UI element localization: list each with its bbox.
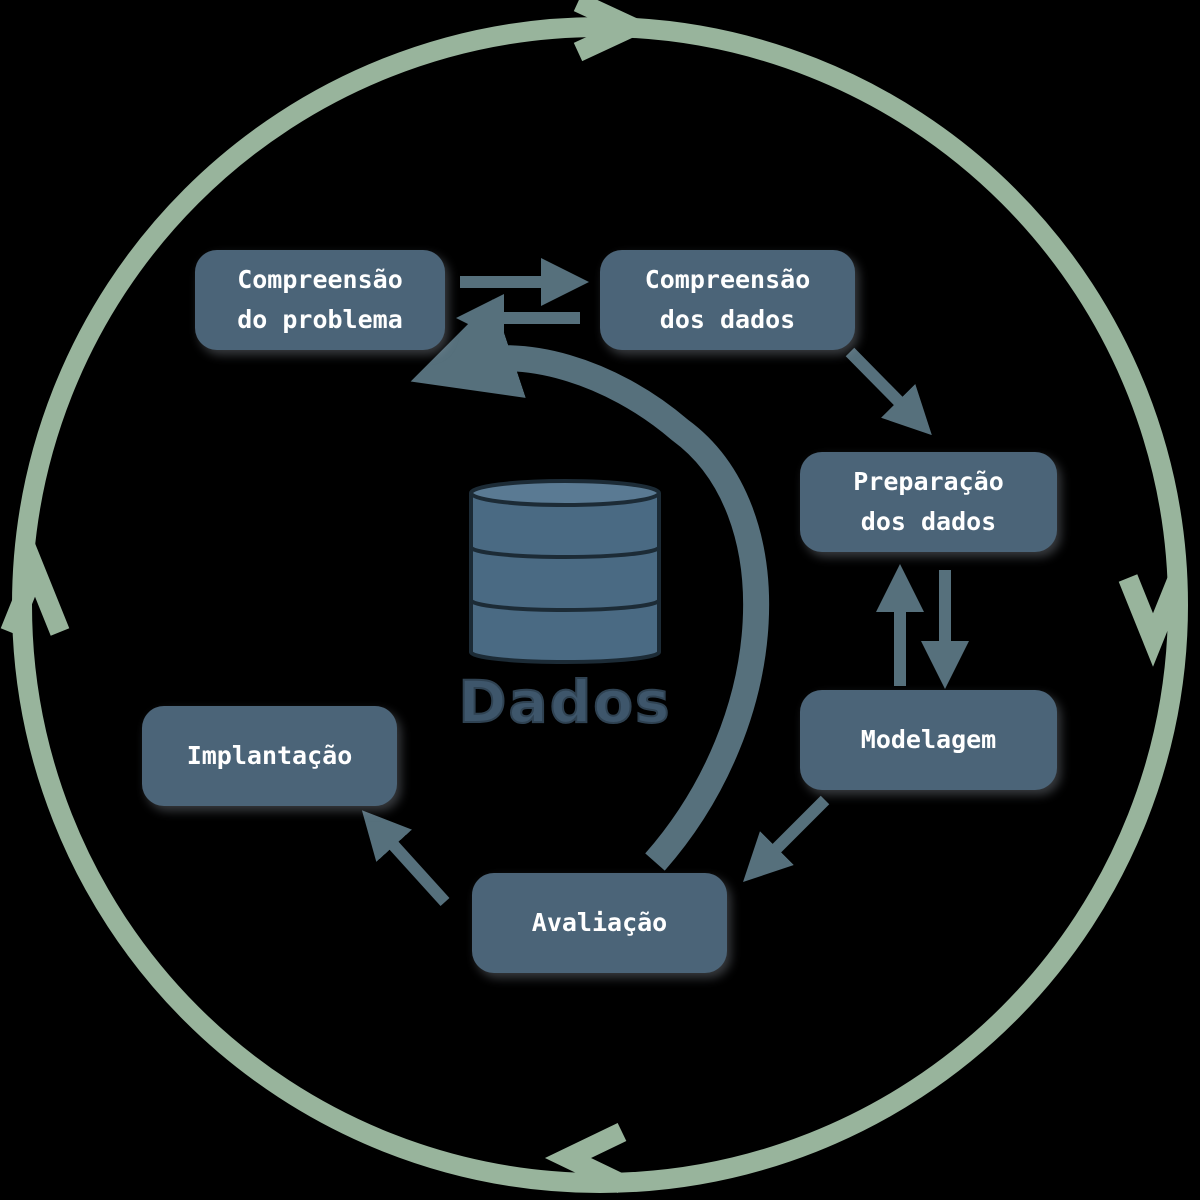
arrow-data-to-preparation	[845, 347, 932, 436]
return-arc-arrow	[410, 299, 770, 871]
phase-business-understanding-line-1: Compreensão	[237, 265, 403, 294]
phase-data-understanding: Compreensão dos dados	[600, 250, 855, 350]
phase-data-understanding-line-2: dos dados	[659, 305, 796, 334]
arrow-modeling-to-evaluation	[743, 795, 830, 882]
database-icon	[469, 479, 661, 664]
outer-arrowhead-bottom	[544, 1122, 627, 1194]
phase-business-understanding-line-2: do problema	[237, 305, 403, 334]
phase-data-preparation: Preparação dos dados	[800, 452, 1057, 552]
outer-arrowhead-left	[0, 543, 70, 636]
arrow-evaluation-to-deployment	[361, 810, 450, 907]
phase-deployment: Implantação	[142, 706, 397, 806]
phase-evaluation: Avaliação	[472, 873, 727, 973]
outer-arrowhead-right	[1118, 574, 1188, 667]
outer-arrowhead-top	[573, 0, 656, 62]
phase-modeling: Modelagem	[800, 690, 1057, 790]
phase-data-preparation-line-1: Preparação	[853, 467, 1004, 496]
phase-data-understanding-line-1: Compreensão	[644, 265, 811, 294]
phase-deployment-line-1: Implantação	[186, 741, 353, 770]
database-label: Dados	[457, 667, 672, 737]
phase-modeling-line-1: Modelagem	[860, 725, 997, 754]
phase-business-understanding: Compreensão do problema	[195, 250, 445, 350]
phase-evaluation-line-1: Avaliação	[531, 908, 668, 937]
phase-data-preparation-line-2: dos dados	[860, 507, 997, 536]
process-arrows	[361, 258, 969, 907]
